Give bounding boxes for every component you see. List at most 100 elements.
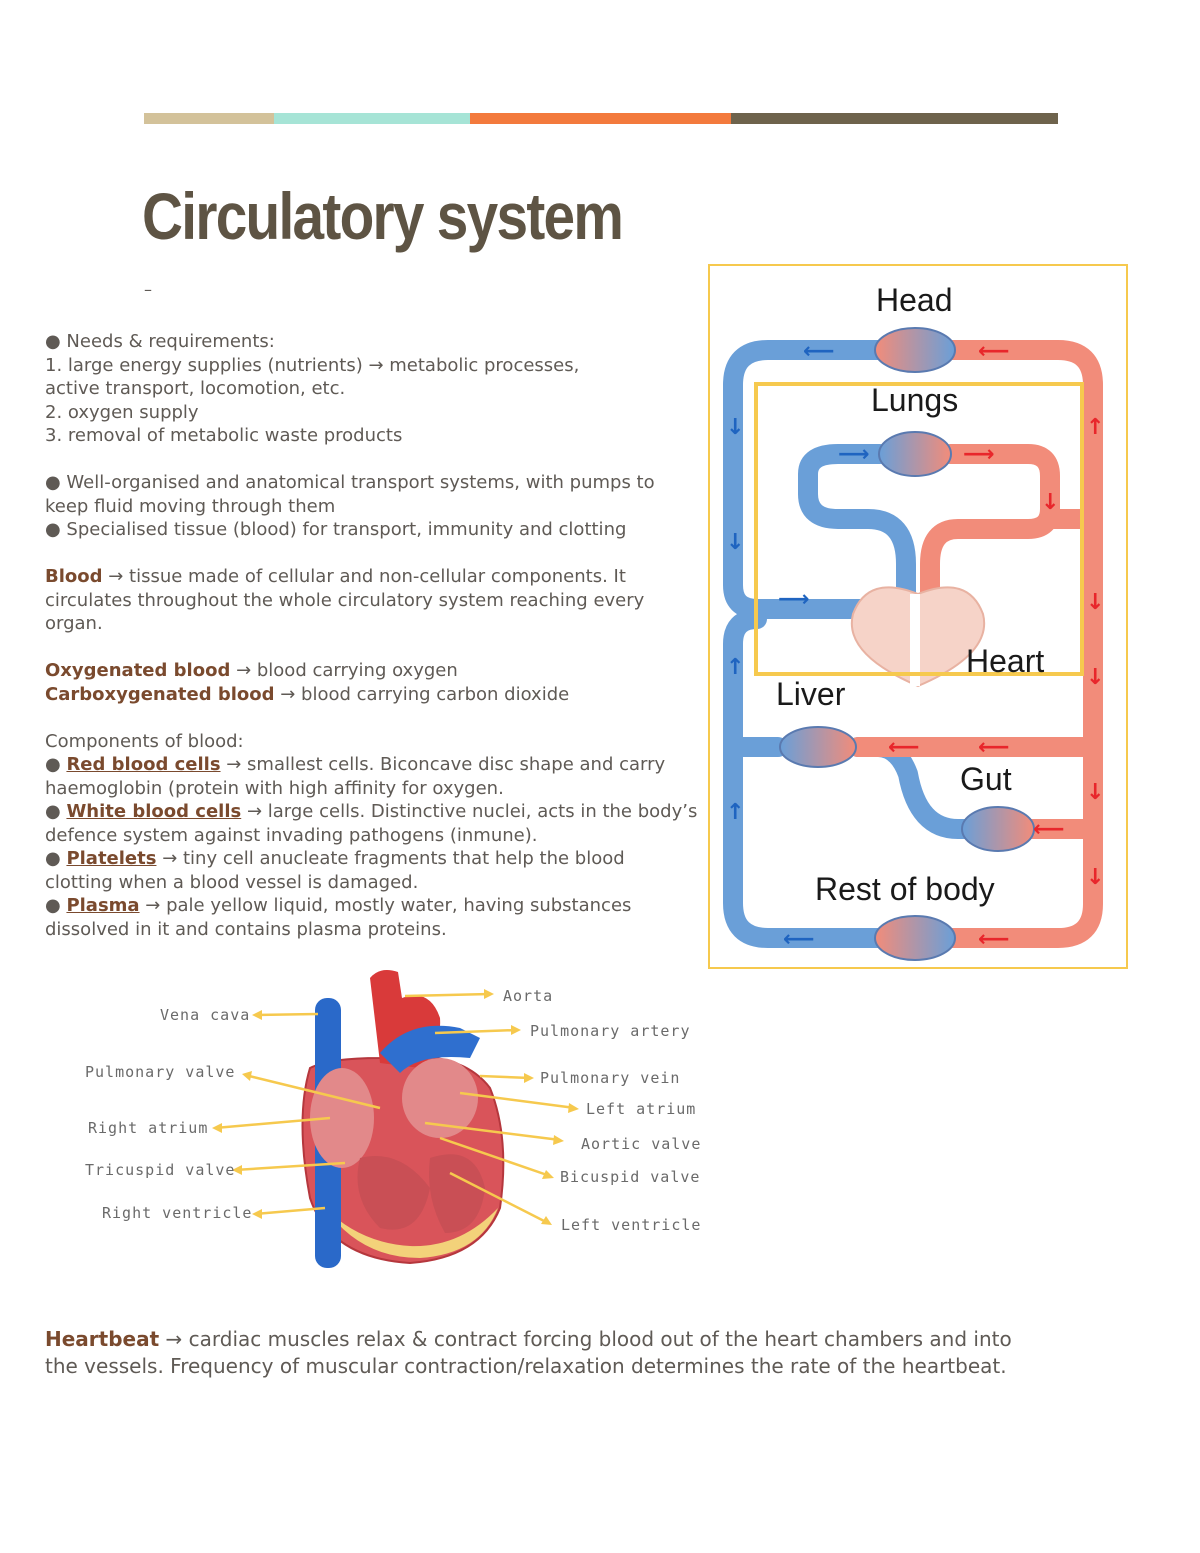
oxygenated-vessels — [848, 340, 1103, 948]
carboxygenated-line: Carboxygenated blood → blood carrying ca… — [45, 683, 705, 707]
label-pulmonary-valve: Pulmonary valve — [85, 1063, 235, 1081]
svg-text:↓: ↓ — [726, 530, 744, 555]
top-bar-segment-4 — [731, 113, 1058, 124]
svg-text:↓: ↓ — [1041, 490, 1059, 515]
svg-text:↓: ↓ — [1086, 665, 1104, 690]
label-pulmonary-artery: Pulmonary artery — [530, 1022, 691, 1040]
svg-text:⟵: ⟵ — [783, 927, 815, 952]
bullet: ● — [45, 848, 67, 869]
components-heading: Components of blood: — [45, 730, 244, 752]
blood-line-3: organ. — [45, 613, 103, 634]
svg-text:⟶: ⟶ — [963, 442, 995, 467]
needs-line-2: active transport, locomotion, etc. — [45, 378, 346, 399]
svg-text:↓: ↓ — [726, 415, 744, 440]
svg-text:↑: ↑ — [726, 800, 744, 825]
top-color-bar — [144, 113, 1058, 124]
capillary-beds — [779, 327, 1035, 961]
label-vena-cava: Vena cava — [160, 1006, 250, 1024]
svg-text:⟵: ⟵ — [803, 339, 835, 364]
heartbeat-text-1: → cardiac muscles relax & contract forci… — [159, 1327, 1012, 1351]
label-tricuspid-valve: Tricuspid valve — [85, 1161, 235, 1179]
label-lungs: Lungs — [871, 382, 958, 418]
top-bar-segment-2 — [274, 113, 470, 124]
plasma-text-1: → pale yellow liquid, mostly water, havi… — [139, 895, 632, 916]
plasma-line-1: ● Plasma → pale yellow liquid, mostly wa… — [45, 894, 705, 918]
carboxygenated-text: → blood carrying carbon dioxide — [274, 683, 570, 705]
systems-line-2: keep fluid moving through them — [45, 495, 336, 517]
label-aorta: Aorta — [503, 987, 553, 1005]
needs-heading: ● Needs & requirements: — [45, 331, 275, 352]
blood-line-1: Blood → tissue made of cellular and non-… — [45, 565, 705, 589]
svg-text:↓: ↓ — [1086, 590, 1104, 615]
rbc-line-2: haemoglobin (protein with high affinity … — [45, 777, 504, 799]
systems-line-1: ● Well-organised and anatomical transpor… — [45, 472, 655, 493]
heartbeat-line-1: Heartbeat → cardiac muscles relax & cont… — [45, 1326, 1045, 1353]
platelets-line-1: ● Platelets → tiny cell anucleate fragme… — [45, 847, 705, 871]
svg-text:⟵: ⟵ — [888, 735, 920, 760]
bullet: ● — [45, 895, 67, 916]
oxygenated-text: → blood carrying oxygen — [230, 660, 458, 681]
bullet: ● — [45, 801, 67, 822]
label-aortic-valve: Aortic valve — [581, 1135, 701, 1153]
label-heart: Heart — [966, 643, 1044, 679]
rbc-text-1: → smallest cells. Biconcave disc shape a… — [220, 754, 666, 775]
heartbeat-term: Heartbeat — [45, 1327, 160, 1351]
needs-line-3: 2. oxygen supply — [45, 401, 199, 423]
top-bar-segment-3 — [470, 113, 731, 124]
svg-text:↑: ↑ — [726, 655, 744, 680]
label-arrows — [214, 992, 576, 1225]
svg-text:⟵: ⟵ — [978, 339, 1010, 364]
needs-line-1: 1. large energy supplies (nutrients) → m… — [45, 354, 580, 376]
svg-text:⟶: ⟶ — [778, 587, 810, 612]
platelets-term: Platelets — [66, 848, 157, 869]
heart-shape — [850, 586, 986, 688]
heart-anatomy-diagram: Vena cava Pulmonary valve Right atrium T… — [85, 970, 701, 1268]
oxygenated-line: Oxygenated blood → blood carrying oxygen — [45, 659, 705, 683]
heart-illustration — [301, 970, 505, 1268]
svg-text:⟵: ⟵ — [978, 927, 1010, 952]
svg-text:↓: ↓ — [1086, 865, 1104, 890]
blood-text-1: → tissue made of cellular and non-cellul… — [102, 566, 626, 587]
blood-line-2: circulates throughout the whole circulat… — [45, 589, 645, 611]
blood-term: Blood — [45, 566, 103, 587]
wbc-text-1: → large cells. Distinctive nuclei, acts … — [241, 801, 698, 822]
rbc-term: Red blood cells — [66, 754, 221, 775]
svg-text:⟶: ⟶ — [838, 442, 870, 467]
wbc-line-2: defence system against invading pathogen… — [45, 824, 538, 846]
label-bicuspid-valve: Bicuspid valve — [560, 1168, 700, 1186]
systems-line-3: ● Specialised tissue (blood) for transpo… — [45, 519, 627, 540]
pulmonary-frame — [754, 382, 1084, 676]
svg-text:⟵: ⟵ — [1033, 817, 1065, 842]
label-left-atrium: Left atrium — [586, 1100, 696, 1118]
label-pulmonary-vein: Pulmonary vein — [540, 1069, 680, 1087]
notes-body: ● Needs & requirements: 1. large energy … — [45, 330, 705, 941]
svg-text:↑: ↑ — [1086, 415, 1104, 440]
plasma-term: Plasma — [66, 895, 140, 916]
label-right-atrium: Right atrium — [88, 1119, 208, 1137]
label-rest-of-body: Rest of body — [815, 871, 995, 907]
label-gut: Gut — [960, 761, 1012, 797]
label-left-ventricle: Left ventricle — [561, 1216, 701, 1234]
bullet: ● — [45, 754, 67, 775]
label-head: Head — [876, 282, 953, 318]
svg-text:⟵: ⟵ — [978, 735, 1010, 760]
svg-text:↓: ↓ — [1086, 780, 1104, 805]
blood-flow-arrows: ⟵ ⟵ ↓ ↓ ↑ ↓ ↓ ↓ ↓ ↑ ↑ ⟶ ⟶ ⟶ ⟵ ⟵ ⟵ ⟵ ⟵ ↓ — [726, 339, 1104, 952]
wbc-term: White blood cells — [66, 801, 242, 822]
top-bar-segment-1 — [144, 113, 274, 124]
diagram-outer-frame — [708, 264, 1128, 969]
plasma-line-2: dissolved in it and contains plasma prot… — [45, 918, 447, 940]
wbc-line-1: ● White blood cells → large cells. Disti… — [45, 800, 705, 824]
label-liver: Liver — [776, 676, 846, 712]
page-title: Circulatory system — [142, 179, 624, 253]
label-arrowheads — [212, 989, 579, 1225]
heartbeat-line-2: the vessels. Frequency of muscular contr… — [45, 1354, 1007, 1378]
platelets-line-2: clotting when a blood vessel is damaged. — [45, 871, 419, 893]
needs-line-4: 3. removal of metabolic waste products — [45, 425, 403, 446]
platelets-text-1: → tiny cell anucleate fragments that hel… — [156, 848, 625, 869]
oxygenated-term: Oxygenated blood — [45, 660, 231, 681]
heartbeat-paragraph: Heartbeat → cardiac muscles relax & cont… — [45, 1326, 1045, 1380]
label-right-ventricle: Right ventricle — [102, 1204, 252, 1222]
rbc-line-1: ● Red blood cells → smallest cells. Bico… — [45, 753, 705, 777]
circulation-diagram: ⟵ ⟵ ↓ ↓ ↑ ↓ ↓ ↓ ↓ ↑ ↑ ⟶ ⟶ ⟶ ⟵ ⟵ ⟵ ⟵ ⟵ ↓ … — [708, 264, 1128, 969]
